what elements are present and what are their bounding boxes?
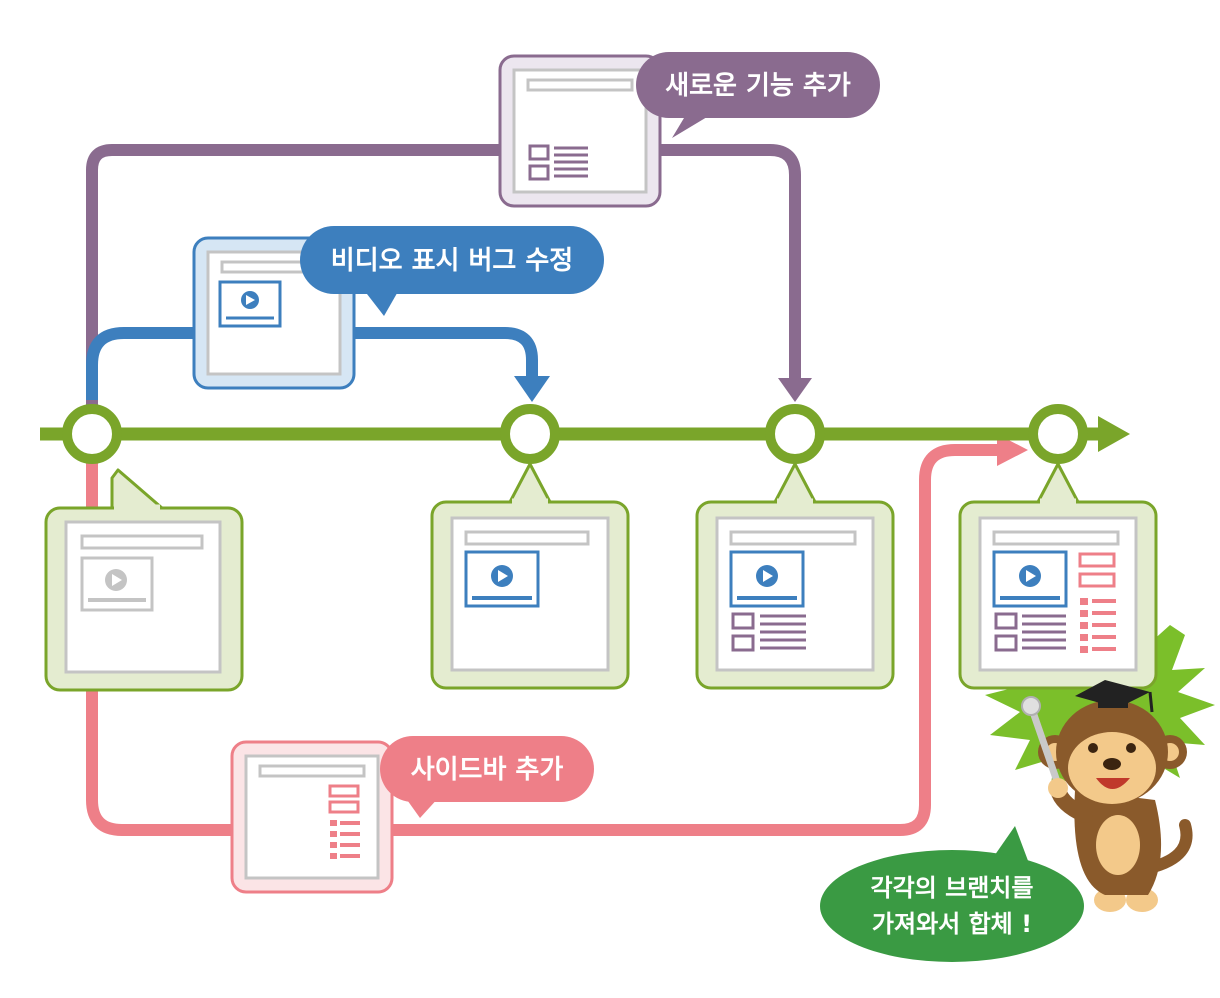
pink-bubble-text: 사이드바 추가	[411, 755, 564, 785]
pink-branch-snapshot	[230, 740, 394, 894]
pink-branch-line	[86, 444, 1000, 836]
pointer-stick-icon	[1021, 696, 1064, 794]
main-branch-arrowhead	[1098, 416, 1130, 452]
pink-speech-bubble: 사이드바 추가	[380, 736, 594, 818]
purple-bubble-text: 새로운 기능 추가	[665, 71, 851, 101]
blue-speech-bubble: 비디오 표시 버그 수정	[300, 226, 604, 316]
blue-bubble-text: 비디오 표시 버그 수정	[331, 246, 573, 276]
commit-node-3	[765, 404, 825, 464]
blue-branch-arrowhead	[514, 376, 550, 402]
monkey-bubble-line1: 각각의 브랜치를	[871, 874, 1034, 902]
purple-branch-arrowhead	[778, 378, 812, 402]
purple-speech-bubble: 새로운 기능 추가	[636, 52, 880, 138]
main-snapshot-2	[430, 462, 630, 690]
graduation-cap-icon	[1075, 680, 1154, 713]
commit-node-1	[62, 404, 122, 464]
main-snapshot-3	[695, 462, 895, 690]
main-snapshot-4-merged	[958, 462, 1158, 690]
pink-branch-arrowhead	[997, 434, 1028, 466]
monkey-bubble-line2: 가져와서 합체 !	[872, 910, 1032, 938]
commit-node-4	[1028, 404, 1088, 464]
commit-node-2	[500, 404, 560, 464]
main-snapshot-1	[44, 468, 244, 692]
purple-branch-line	[86, 144, 801, 434]
monkey-mascot	[1021, 680, 1193, 912]
purple-branch-snapshot	[498, 54, 662, 208]
monkey-speech-bubble: 각각의 브랜치를 가져와서 합체 !	[820, 826, 1084, 962]
